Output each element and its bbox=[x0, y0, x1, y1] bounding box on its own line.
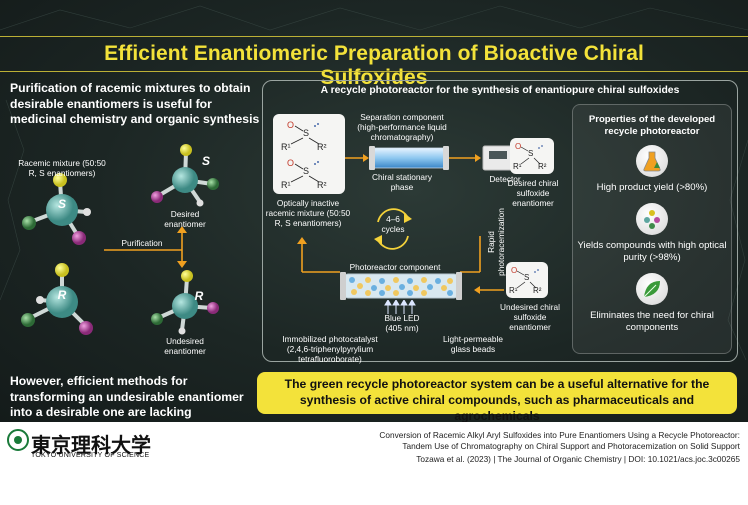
left-molecules bbox=[21, 144, 219, 335]
formula-s-1: S bbox=[303, 128, 309, 138]
reactor-desired-label: Desired chiral sulfoxide enantiomer bbox=[507, 178, 559, 208]
racemic-mixture-label: Racemic mixture (50:50 R, S enantiomers) bbox=[18, 158, 106, 178]
molecule-undesired-r bbox=[151, 270, 219, 335]
stationary-phase-label: Chiral stationary phase bbox=[372, 172, 432, 192]
svg-text:R²: R² bbox=[538, 162, 547, 171]
undesired-arrow bbox=[474, 286, 504, 294]
property-no-chiral: Eliminates the need for chiral component… bbox=[590, 310, 714, 333]
outro-text: However, efficient methods for transform… bbox=[10, 374, 244, 419]
undesired-formula: O S R¹ R² bbox=[509, 266, 542, 295]
university-logo-subtitle: TOKYO UNIVERSITY OF SCIENCE bbox=[31, 452, 150, 459]
svg-text:R¹: R¹ bbox=[513, 162, 522, 171]
cycles-label: 4–6 cycles bbox=[381, 214, 405, 234]
desired-formula-card bbox=[510, 138, 554, 174]
desired-s-letter: S bbox=[201, 154, 210, 168]
blue-led-arrows bbox=[384, 300, 416, 314]
intro-text: Purification of racemic mixtures to obta… bbox=[10, 81, 260, 126]
molecule-s-left bbox=[22, 173, 91, 245]
property-yield: High product yield (>80%) bbox=[596, 182, 708, 193]
undesired-r-letter: R bbox=[194, 289, 204, 303]
citation-title-line-1: Conversion of Racemic Alkyl Aryl Sulfoxi… bbox=[379, 430, 740, 440]
separation-label: Separation component (high-performance l… bbox=[357, 112, 447, 142]
svg-text:O: O bbox=[511, 266, 517, 275]
reactor-undesired-label: Undesired chiral sulfoxide enantiomer bbox=[500, 302, 560, 332]
properties-title: Properties of the developed recycle phot… bbox=[588, 114, 716, 137]
reactor-panel bbox=[262, 80, 738, 362]
formula-o-2: O bbox=[287, 158, 294, 168]
molecule-r-left bbox=[21, 263, 93, 335]
molecule-desired-s bbox=[151, 144, 219, 207]
property-optical-purity: Yields compounds with high optical purit… bbox=[577, 240, 727, 263]
purification-arrows bbox=[104, 226, 187, 268]
poster: Efficient Enantiomeric Preparation of Bi… bbox=[0, 0, 748, 422]
blue-led-label: Blue LED (405 nm) bbox=[384, 313, 420, 333]
formula-o-1: O bbox=[287, 120, 294, 130]
university-logo-icon bbox=[7, 429, 29, 451]
flask-icon bbox=[636, 145, 668, 177]
footer bbox=[0, 422, 748, 505]
desired-enantiomer-label: Desired enantiomer bbox=[164, 209, 206, 229]
undesired-formula-card bbox=[506, 262, 548, 298]
formula-s-2: S bbox=[303, 166, 309, 176]
purification-label: Purification bbox=[121, 238, 163, 248]
svg-text:R²: R² bbox=[533, 286, 542, 295]
formula-r1-1: R¹ bbox=[281, 142, 291, 152]
molecules-icon bbox=[636, 203, 668, 235]
title-rule-top bbox=[0, 36, 748, 37]
undesired-enantiomer-label: Undesired enantiomer bbox=[164, 336, 206, 356]
r-letter: R bbox=[57, 288, 67, 302]
title-rule-bottom bbox=[0, 71, 748, 72]
photocatalyst-label: Immobilized photocatalyst (2,4,6-triphen… bbox=[282, 334, 378, 364]
cycles-icon bbox=[374, 208, 412, 250]
reactor-panel-title: A recycle photoreactor for the synthesis… bbox=[320, 85, 680, 96]
background-network bbox=[0, 5, 748, 361]
summary-banner-text: The green recycle photoreactor system ca… bbox=[284, 377, 710, 422]
leaf-icon bbox=[636, 273, 668, 305]
photoreactor-tube bbox=[340, 272, 462, 300]
svg-text:O: O bbox=[515, 142, 521, 151]
citation-title-line-2: Tandem Use of Chromatography on Chiral S… bbox=[402, 441, 740, 451]
svg-text:R¹: R¹ bbox=[509, 286, 518, 295]
chiral-column bbox=[370, 147, 448, 169]
glass-beads-label: Light-permeable glass beads bbox=[443, 334, 503, 354]
photoreactor-loop bbox=[297, 236, 481, 273]
svg-text:S: S bbox=[524, 273, 529, 282]
photoreactor-label: Photoreactor component bbox=[349, 262, 441, 272]
detector-label: Detector bbox=[489, 174, 521, 184]
racemic-formula: O S R¹ R² O S R¹ R² bbox=[281, 120, 327, 190]
reactor-racemic-label: Optically inactive racemic mixture (50:5… bbox=[265, 198, 351, 228]
formula-r1-2: R¹ bbox=[281, 180, 291, 190]
svg-text:S: S bbox=[528, 149, 533, 158]
university-logo-text: 東京理科大学 bbox=[31, 433, 151, 457]
s-letter: S bbox=[57, 197, 66, 211]
formula-r2-2: R² bbox=[317, 180, 327, 190]
formula-r2-1: R² bbox=[317, 142, 327, 152]
desired-formula: O S R¹ R² bbox=[513, 142, 547, 171]
summary-banner bbox=[257, 372, 737, 414]
citation-authors: Tozawa et al. (2023) | The Journal of Or… bbox=[416, 454, 740, 464]
racemic-formula-card bbox=[273, 114, 345, 194]
